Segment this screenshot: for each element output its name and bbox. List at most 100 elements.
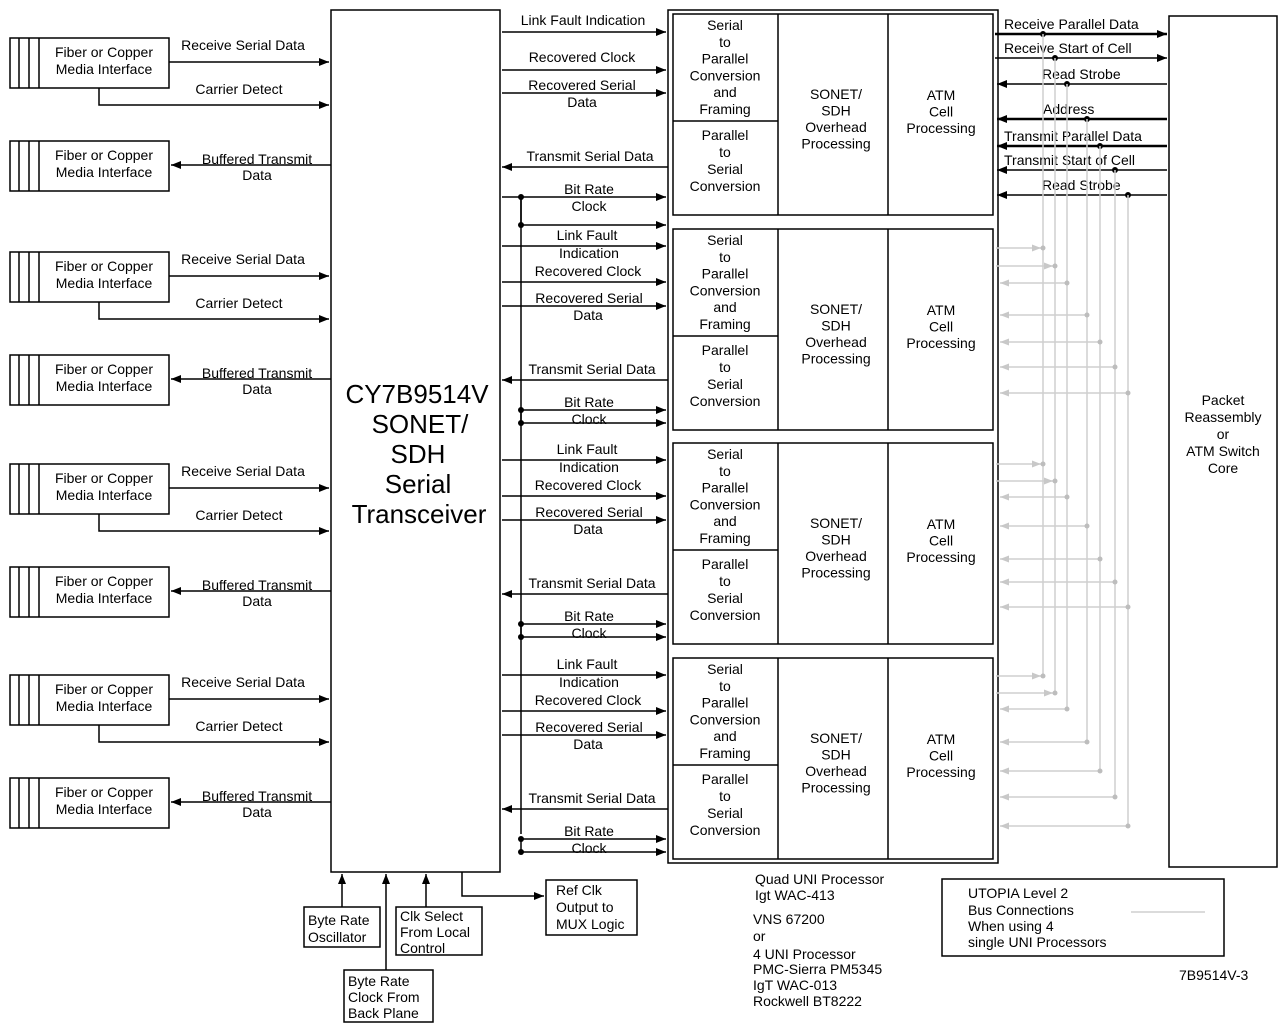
svg-text:Reassembly: Reassembly [1184, 409, 1261, 425]
utopia-gray-junction [1064, 280, 1070, 286]
recovered-clock-label: Recovered Clock [529, 49, 637, 65]
svg-text:CY7B9514V: CY7B9514V [345, 379, 489, 409]
uni-channel-1: SerialtoParallelConversionandFramingPara… [502, 12, 994, 229]
utopia-gray-junction [1097, 556, 1103, 562]
utopia-gray-junction [1052, 690, 1058, 696]
media-interface-box [9, 251, 170, 303]
utopia-gray-junction [1040, 245, 1046, 251]
media-interface-line1: Fiber or Copper [55, 470, 153, 486]
figure-id: 7B9514V-3 [1179, 967, 1248, 983]
quad-uni-processor-frame [667, 9, 999, 864]
media-interface-box [9, 674, 170, 726]
sonet-overhead-label: Overhead [805, 548, 866, 564]
sonet-overhead-label: SDH [821, 747, 851, 763]
svg-text:4 UNI Processor: 4 UNI Processor [753, 946, 856, 962]
svg-text:or: or [1217, 426, 1230, 442]
processor-note: Quad UNI Processor Igt WAC-413 VNS 67200… [753, 871, 884, 1009]
bit-rate-clock-label-2: Clock [571, 625, 607, 641]
sonet-overhead-label: SONET/ [810, 86, 862, 102]
carrier-detect-arrow [98, 514, 329, 535]
byte-rate-clock-block [343, 969, 434, 1023]
media-interface-box [9, 354, 170, 406]
sonet-overhead-label: Processing [801, 780, 870, 796]
serial-to-parallel-label: Serial [707, 232, 743, 248]
media-interface-box [9, 463, 170, 515]
svg-text:When using 4: When using 4 [968, 918, 1054, 934]
ref-clk-line1: Ref Clk [556, 882, 603, 898]
byte-rate-clock-line2: Clock From [348, 989, 420, 1005]
media-interface-box [9, 566, 170, 618]
serial-to-parallel-label: Conversion [690, 711, 761, 727]
serial-to-parallel-label: to [719, 34, 731, 50]
serial-to-parallel-label: Conversion [690, 282, 761, 298]
bit-rate-clock-label: Bit Rate [564, 181, 614, 197]
svg-text:PMC-Sierra PM5345: PMC-Sierra PM5345 [753, 961, 882, 977]
read-strobe-label: Read Strobe [1042, 66, 1121, 82]
uni-channel-3: SerialtoParallelConversionandFramingPara… [502, 441, 994, 645]
media-interface-box [9, 140, 170, 192]
uni-channel-box [672, 228, 994, 431]
svg-text:Igt WAC-413: Igt WAC-413 [755, 887, 835, 903]
atm-cell-label: Cell [929, 319, 953, 335]
media-interface-line1: Fiber or Copper [55, 573, 153, 589]
serial-to-parallel-label: to [719, 678, 731, 694]
serial-to-parallel-label: and [713, 84, 736, 100]
media-interface-line2: Media Interface [56, 164, 153, 180]
atm-cell-label: Processing [906, 764, 975, 780]
utopia-gray-junction [1040, 673, 1046, 679]
svg-text:VNS 67200: VNS 67200 [753, 911, 825, 927]
carrier-detect-label: Carrier Detect [195, 295, 282, 311]
legend-box [941, 878, 1225, 957]
transceiver-block [330, 9, 501, 873]
ref-clk-line3: MUX Logic [556, 916, 624, 932]
atm-cell-label: ATM [927, 87, 956, 103]
svg-text:SDH: SDH [391, 439, 446, 469]
read-strobe-label: Read Strobe [1042, 177, 1121, 193]
atm-cell-label: Cell [929, 533, 953, 549]
serial-to-parallel-label: Parallel [702, 266, 749, 282]
bit-rate-clock-label: Bit Rate [564, 608, 614, 624]
utopia-gray-junction [1084, 523, 1090, 529]
utopia-gray-junction [1112, 794, 1118, 800]
sonet-overhead-label: Overhead [805, 119, 866, 135]
serial-to-parallel-label: Conversion [690, 67, 761, 83]
receive-serial-data-label: Receive Serial Data [181, 463, 305, 479]
recovered-serial-data-label-2: Data [573, 521, 603, 537]
recovered-serial-data-label-2: Data [573, 736, 603, 752]
uni-channel-4: SerialtoParallelConversionandFramingPara… [502, 656, 994, 860]
link-fault-label: Link Fault [557, 656, 618, 672]
parallel-to-serial-label: Serial [707, 590, 743, 606]
transmit-start-of-cell-label: Transmit Start of Cell [1004, 152, 1135, 168]
media-interface-line1: Fiber or Copper [55, 784, 153, 800]
utopia-gray-junction [1084, 739, 1090, 745]
utopia-gray-junction [1097, 768, 1103, 774]
parallel-to-serial-label: Parallel [702, 342, 749, 358]
link-fault-indication-label: Link Fault Indication [521, 12, 646, 28]
parallel-to-serial-label: Serial [707, 161, 743, 177]
uni-channel-2: SerialtoParallelConversionandFramingPara… [502, 227, 994, 431]
media-interface-line1: Fiber or Copper [55, 681, 153, 697]
media-interface-line2: Media Interface [56, 698, 153, 714]
bit-rate-clock-label-2: Clock [571, 411, 607, 427]
media-interface-box [9, 777, 170, 829]
utopia-gray-junction [1112, 579, 1118, 585]
parallel-to-serial-label: to [719, 144, 731, 160]
core-label: Packet Reassembly or ATM Switch Core [1184, 392, 1261, 476]
utopia-gray-junction [1064, 494, 1070, 500]
link-fault-label-2: Indication [559, 674, 619, 690]
bit-rate-clock-label: Bit Rate [564, 823, 614, 839]
buffered-transmit-label: Buffered Transmit [202, 577, 312, 593]
atm-cell-label: ATM [927, 516, 956, 532]
atm-cell-label: ATM [927, 731, 956, 747]
recovered-serial-data-label-2: Data [567, 94, 597, 110]
sonet-overhead-label: Processing [801, 565, 870, 581]
receive-serial-data-label: Receive Serial Data [181, 674, 305, 690]
bit-rate-clock-label: Bit Rate [564, 394, 614, 410]
